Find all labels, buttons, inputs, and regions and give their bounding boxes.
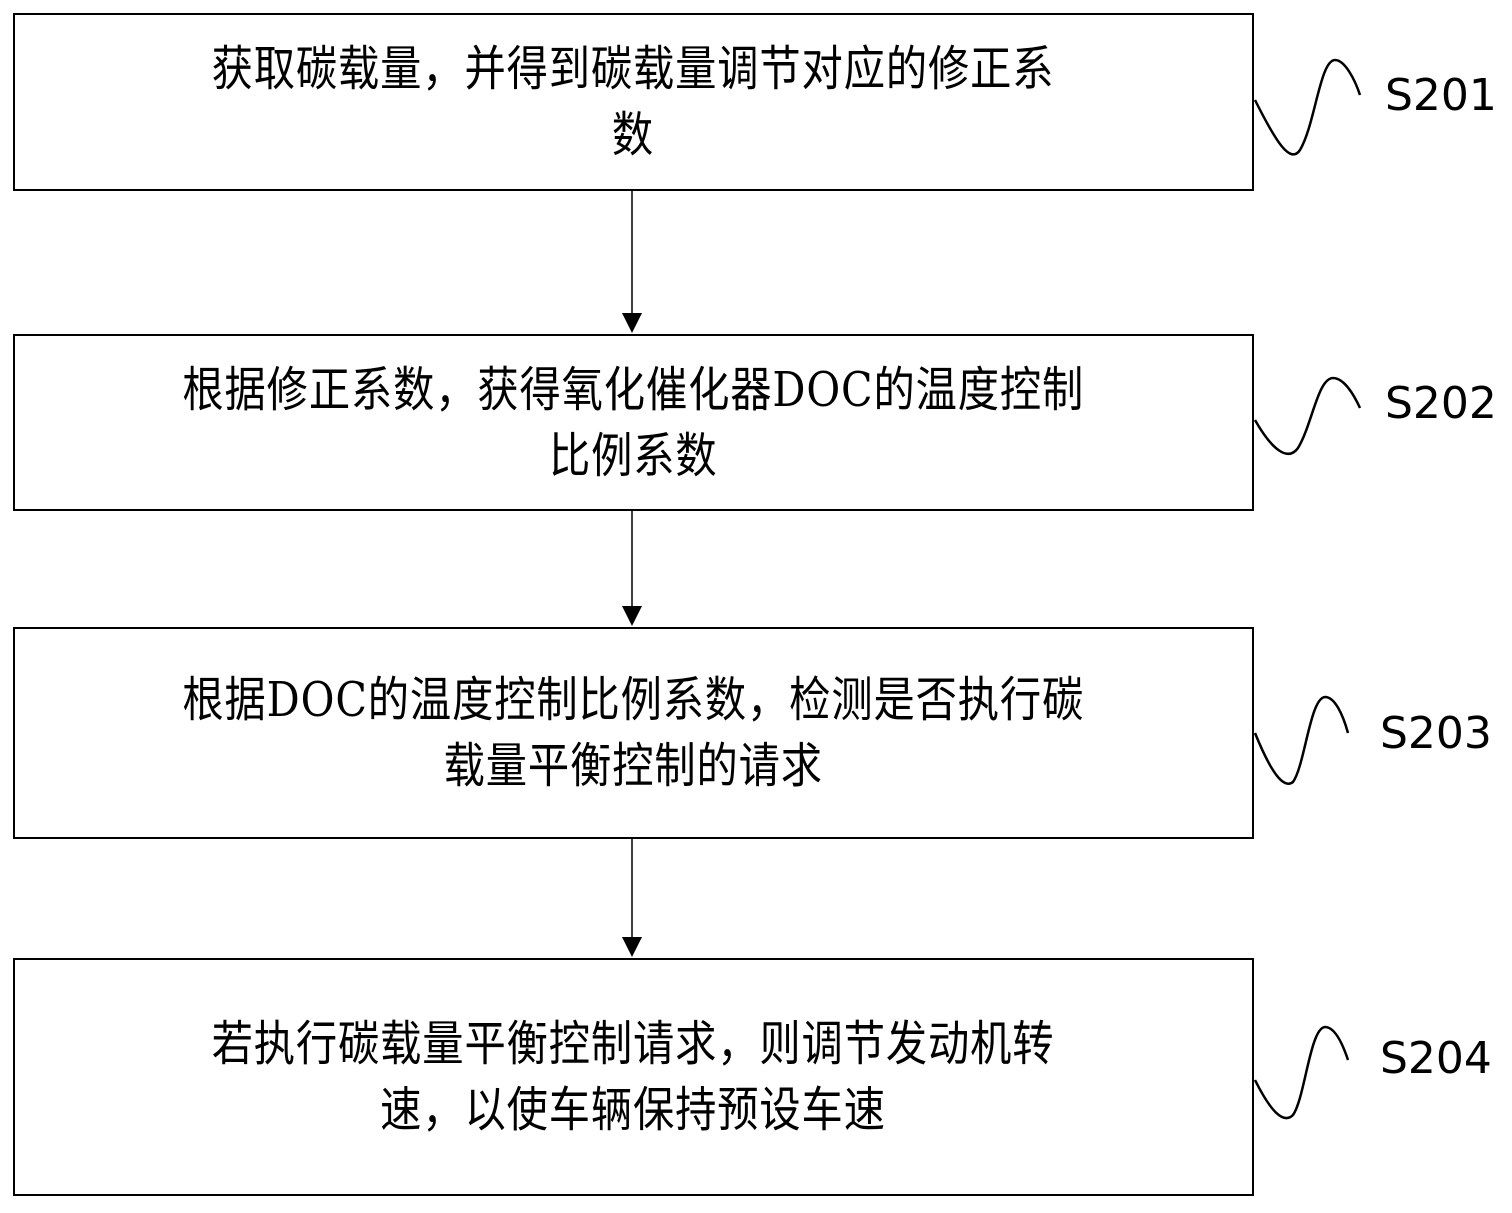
step-box-s204: 若执行碳载量平衡控制请求，则调节发动机转 速，以使车辆保持预设车速 bbox=[13, 958, 1254, 1196]
step-box-s201: 获取碳载量，并得到碳载量调节对应的修正系 数 bbox=[13, 13, 1254, 191]
leader-wave-s201 bbox=[1253, 58, 1362, 156]
leader-wave-s202 bbox=[1253, 376, 1362, 455]
step-text: 根据DOC的温度控制比例系数，检测是否执行碳 载量平衡控制的请求 bbox=[182, 672, 1085, 794]
step-label-s202: S202 bbox=[1385, 378, 1497, 429]
step-text: 获取碳载量，并得到碳载量调节对应的修正系 数 bbox=[212, 41, 1055, 163]
step-label-s201: S201 bbox=[1385, 70, 1497, 121]
step-label-s203: S203 bbox=[1380, 708, 1492, 759]
leader-wave-s204 bbox=[1253, 1025, 1350, 1120]
step-box-s202: 根据修正系数，获得氧化催化器DOC的温度控制 比例系数 bbox=[13, 334, 1254, 511]
arrow-s201-to-s202 bbox=[622, 191, 642, 333]
leader-wave-s203 bbox=[1253, 695, 1350, 785]
arrow-s203-to-s204 bbox=[622, 839, 642, 957]
step-label-s204: S204 bbox=[1380, 1033, 1492, 1084]
step-box-s203: 根据DOC的温度控制比例系数，检测是否执行碳 载量平衡控制的请求 bbox=[13, 627, 1254, 839]
step-text: 若执行碳载量平衡控制请求，则调节发动机转 速，以使车辆保持预设车速 bbox=[212, 1016, 1055, 1138]
arrow-s202-to-s203 bbox=[622, 511, 642, 626]
step-text: 根据修正系数，获得氧化催化器DOC的温度控制 比例系数 bbox=[182, 361, 1085, 484]
